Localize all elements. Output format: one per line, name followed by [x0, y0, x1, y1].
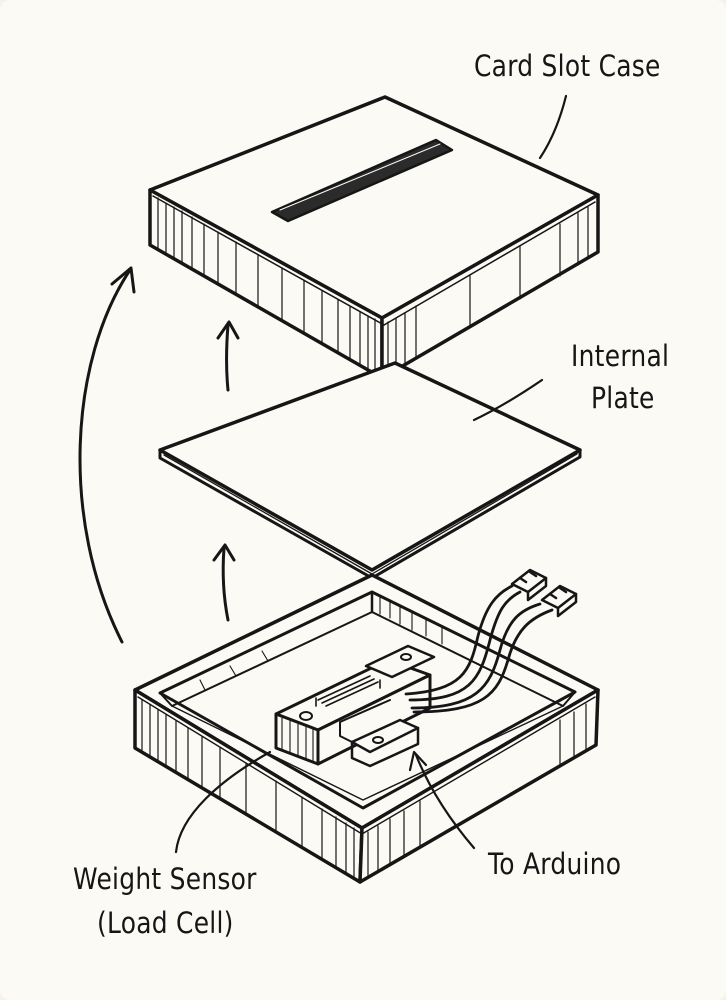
load-cell	[274, 644, 436, 768]
card-slot-opening	[270, 138, 454, 223]
label-internal-plate-line1: Internal	[571, 339, 670, 373]
wire-connector-lower	[540, 584, 578, 618]
wire-harness	[404, 584, 554, 714]
case-left-hatching	[157, 197, 376, 376]
tray-left-hatching	[141, 699, 355, 878]
leader-line-arduino	[408, 750, 476, 850]
assembly-arrow-plate-to-case	[216, 320, 240, 392]
case-right-hatching	[387, 206, 589, 376]
label-to-arduino: To Arduino	[488, 847, 622, 881]
label-weight-sensor-line1: Weight Sensor	[73, 862, 257, 896]
tray-right-hatching	[367, 703, 587, 877]
assembly-arrow-tray-to-plate	[212, 543, 236, 622]
leader-line-plate	[472, 378, 544, 422]
wire-connector-upper	[510, 568, 548, 602]
label-internal-plate-line2: Plate	[591, 381, 655, 415]
label-card-slot-case: Card Slot Case	[474, 49, 661, 83]
assembly-arrow-left-curve	[78, 266, 136, 644]
card-slot-case	[148, 95, 600, 380]
label-weight-sensor-line2: (Load Cell)	[97, 906, 234, 940]
leader-line-sensor	[174, 750, 272, 854]
leader-line-case	[538, 94, 568, 160]
